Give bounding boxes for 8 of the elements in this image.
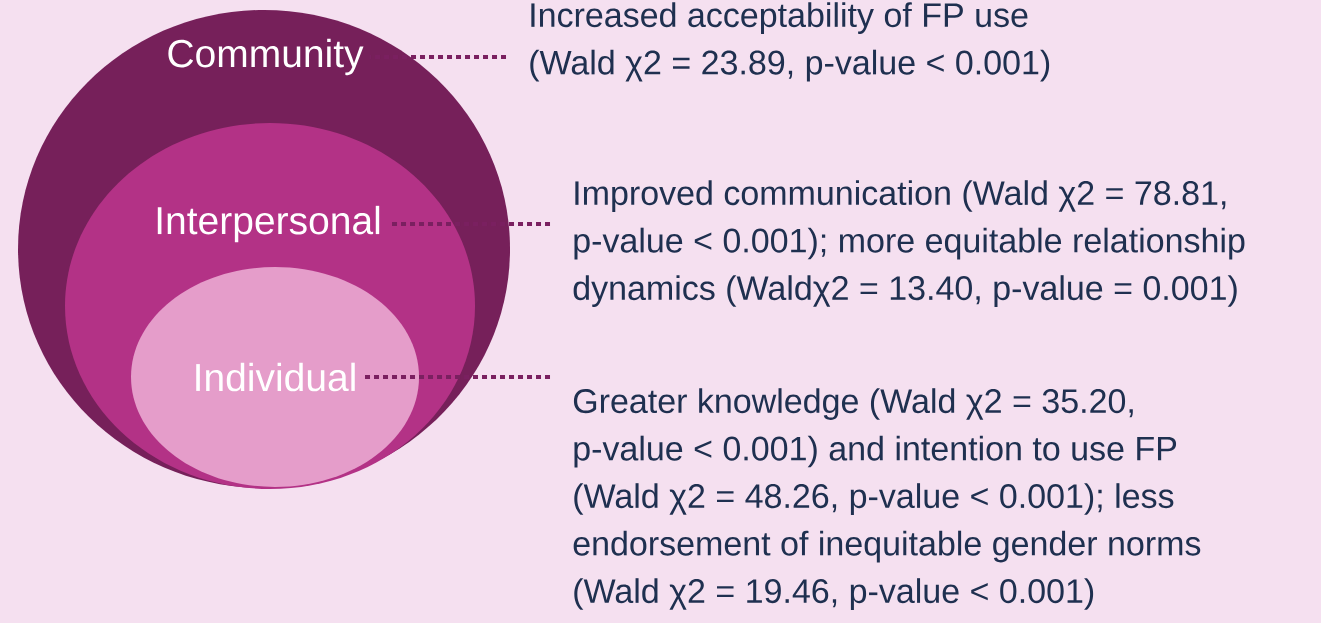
level-label: Interpersonal	[157, 205, 380, 243]
finding-text: Improved communication (Wald χ2 = 78.81, p-value < 0.001); more equitable relationship dynamics (Waldχ2 = 13.40, p-value = 0.001)	[573, 180, 1245, 307]
leader-line	[369, 55, 506, 59]
finding-text: Increased acceptability of FP use (Wald χ2 = 23.89, p-value < 0.001)	[530, 2, 1050, 82]
level-label: Community	[168, 38, 364, 76]
level-label: Individual	[196, 362, 355, 392]
leader-line	[363, 375, 550, 379]
finding-text: Greater knowledge (Wald χ2 = 35.20, p-value < 0.001) and intention to use FP (Wald χ2 = 48.26, p-value < 0.001); less endorsement of inequitable gender norms (Wald χ2 = 19.46, p-value < 0.001)	[573, 388, 1201, 610]
